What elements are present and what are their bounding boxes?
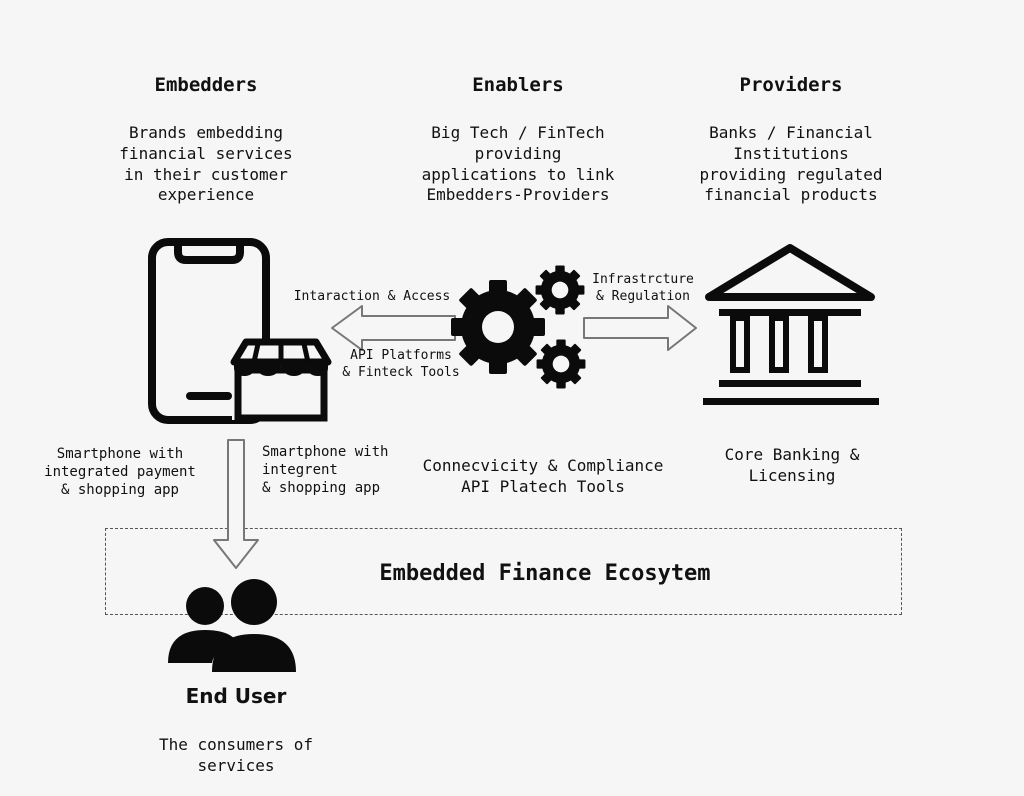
bank-icon	[703, 244, 879, 405]
ecosystem-frame	[105, 528, 902, 615]
arrow-label-interaction: Intaraction & Access	[293, 289, 451, 304]
caption-smartphone-1: Smartphone with integrated payment & sho…	[44, 446, 196, 499]
arrow-to-embedders	[331, 305, 456, 351]
arrow-to-end-user	[213, 439, 259, 569]
caption-providers: Core Banking & Licensing	[724, 445, 860, 485]
arrow-label-infrastructure: Infrastrcture & Regulation	[592, 272, 694, 304]
arrow-label-api-platforms: API Platforms & Finteck Tools	[342, 348, 460, 380]
embedders-description: Brands embedding financial services in t…	[119, 123, 293, 205]
end-user-title: End User	[185, 684, 287, 708]
smartphone-store-icon	[148, 238, 332, 424]
providers-title: Providers	[739, 74, 843, 96]
ecosystem-title: Embedded Finance Ecosytem	[379, 561, 711, 586]
gears-icon	[451, 265, 586, 389]
users-icon	[168, 579, 296, 672]
end-user-description: The consumers of services	[158, 735, 314, 775]
embedders-title: Embedders	[154, 74, 258, 96]
enablers-title: Enablers	[472, 74, 564, 96]
enablers-description: Big Tech / FinTech providing application…	[421, 123, 615, 205]
caption-smartphone-2: Smartphone with integrent & shopping app	[262, 444, 389, 497]
caption-enablers: Connecvicity & Compliance API Platech To…	[422, 456, 664, 496]
providers-description: Banks / Financial Institutions providing…	[699, 123, 883, 205]
arrow-to-providers	[583, 305, 697, 351]
